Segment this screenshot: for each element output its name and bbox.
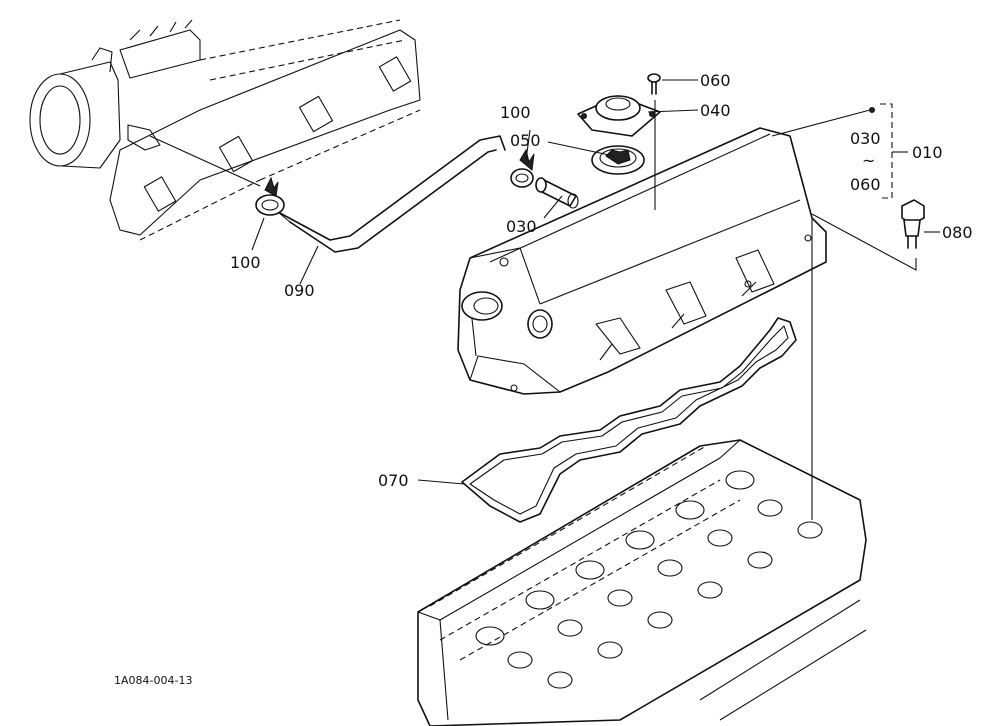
callout-range-start: 030 <box>850 129 881 148</box>
callout-090: 090 <box>284 281 315 300</box>
valve-seats <box>475 470 823 689</box>
cover-gasket <box>461 317 797 523</box>
callout-040: 040 <box>700 101 731 120</box>
cylinder-head-cover <box>457 127 827 395</box>
callout-range-tilde: ~ <box>862 151 875 170</box>
callout-100-left: 100 <box>230 253 261 272</box>
callout-030: 030 <box>506 217 537 236</box>
screw <box>647 73 661 95</box>
cylinder-head <box>417 439 867 726</box>
callout-100-top: 100 <box>500 103 531 122</box>
callout-range-end: 060 <box>850 175 881 194</box>
exhaust-manifold <box>29 19 421 241</box>
hose-clamp-left <box>255 176 285 216</box>
callout-060: 060 <box>700 71 731 90</box>
connector-pipe <box>535 177 579 209</box>
callout-080: 080 <box>942 223 973 242</box>
breather-hose <box>277 135 506 253</box>
hose-clamp-top <box>510 148 535 188</box>
diagram-code: 1A084-004-13 <box>114 674 192 687</box>
diaphragm <box>591 145 645 175</box>
callout-070: 070 <box>378 471 409 490</box>
callout-010: 010 <box>912 143 943 162</box>
cover-cap <box>577 95 661 137</box>
leader-lines <box>251 79 940 520</box>
callouts: 060 040 100 050 030 100 090 070 080 030 … <box>114 71 973 687</box>
callout-050: 050 <box>510 131 541 150</box>
cover-bolt <box>901 199 925 249</box>
